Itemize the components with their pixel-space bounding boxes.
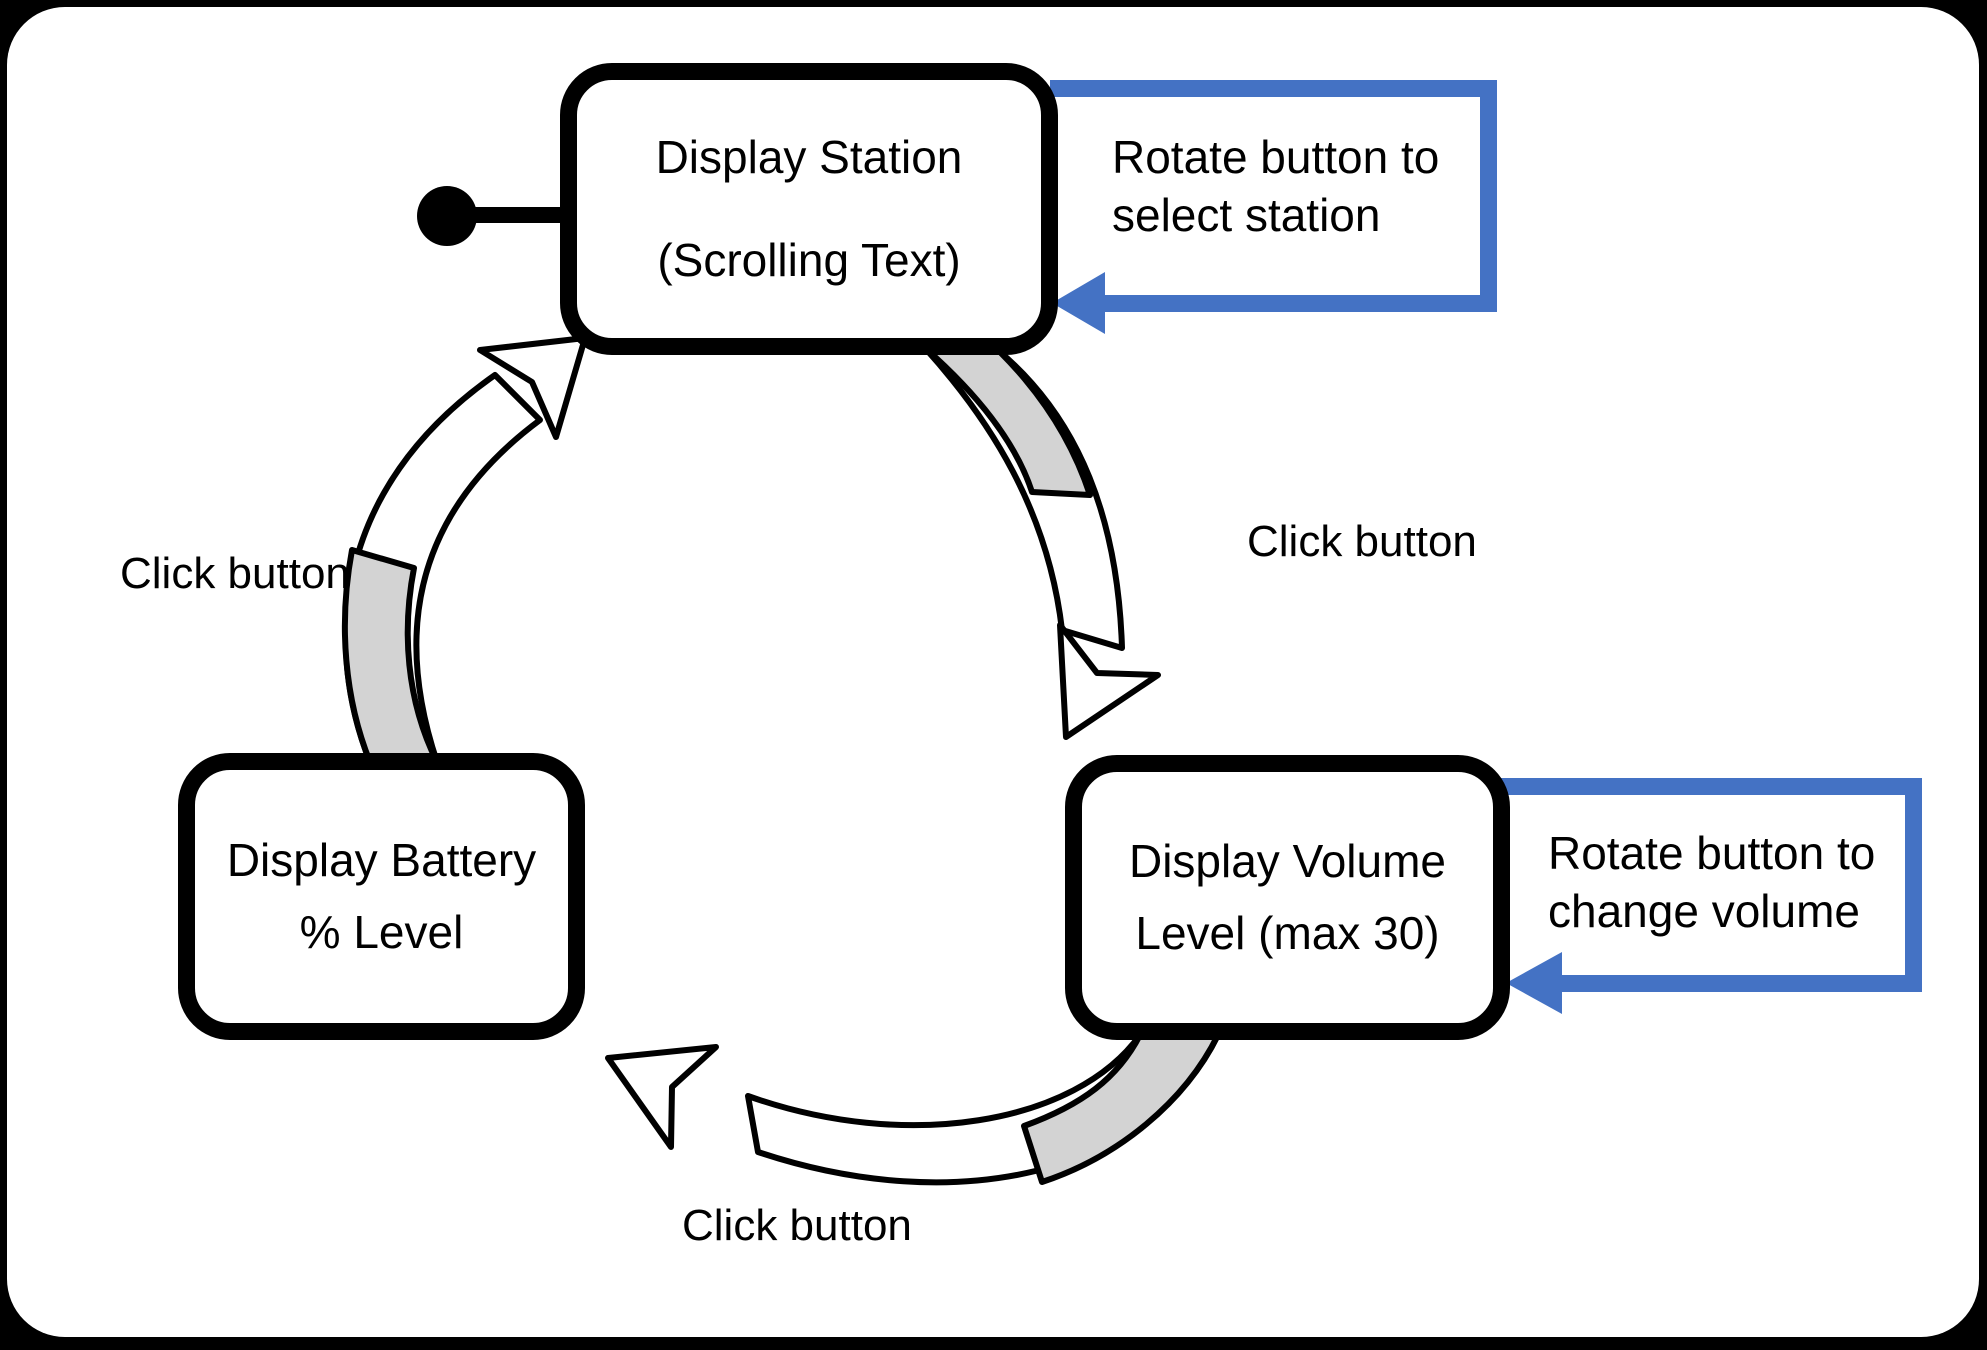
state-station-line1: Display Station bbox=[655, 130, 963, 183]
state-battery-line1: Display Battery bbox=[226, 834, 537, 887]
state-station-line2: (Scrolling Text) bbox=[657, 234, 961, 286]
initial-state-connector-line bbox=[458, 207, 568, 223]
state-battery-line2: % Level bbox=[299, 905, 464, 958]
initial-state-dot-icon bbox=[417, 186, 477, 246]
transition-battery-to-station-tail bbox=[341, 547, 440, 765]
transition-battery-to-station-arrow bbox=[341, 335, 588, 765]
state-box-display-battery: Display Battery % Level bbox=[178, 753, 585, 1040]
self-loop-select-station-arrow bbox=[1050, 80, 1497, 334]
state-box-display-station: Display Station (Scrolling Text) bbox=[560, 63, 1058, 355]
label-click-station-to-volume: Click button bbox=[1247, 517, 1477, 566]
transition-station-to-volume-tail bbox=[922, 345, 1093, 498]
transition-station-to-volume-arrow bbox=[922, 345, 1161, 740]
label-click-volume-to-battery: Click button bbox=[682, 1201, 912, 1250]
label-rotate-change-volume: Rotate button to change volume bbox=[1548, 827, 1876, 937]
transition-volume-to-battery-arrow bbox=[605, 1032, 1221, 1186]
transition-station-to-volume-body bbox=[922, 345, 1125, 651]
state-box-display-volume: Display Volume Level (max 30) bbox=[1065, 755, 1510, 1040]
transition-volume-to-battery-head bbox=[605, 1044, 719, 1150]
transition-volume-to-battery-tail bbox=[1021, 1032, 1221, 1185]
state-volume-line2: Level (max 30) bbox=[1135, 906, 1440, 959]
label-click-battery-to-station: Click button bbox=[120, 549, 350, 598]
self-loop-change-volume-arrow bbox=[1500, 778, 1922, 1014]
transition-station-to-volume-head bbox=[1057, 622, 1161, 740]
transition-battery-to-station-head bbox=[477, 335, 588, 440]
label-rotate-select-station: Rotate button to select station bbox=[1112, 131, 1440, 241]
state-volume-line1: Display Volume bbox=[1128, 835, 1447, 888]
